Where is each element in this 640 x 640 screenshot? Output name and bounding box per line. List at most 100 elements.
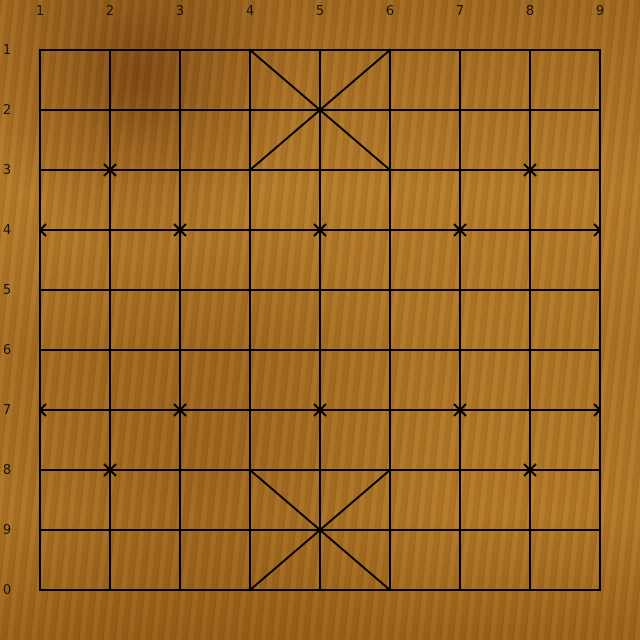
board-intersection[interactable]: [168, 158, 192, 182]
board-intersection[interactable]: [378, 278, 402, 302]
board-intersection[interactable]: [518, 518, 542, 542]
marker-stroke: [593, 223, 601, 231]
board-intersection[interactable]: [518, 98, 542, 122]
board-intersection[interactable]: [308, 518, 332, 542]
board-intersection[interactable]: [518, 218, 542, 242]
board-intersection[interactable]: [168, 218, 192, 242]
board-intersection[interactable]: [238, 398, 262, 422]
board-intersection[interactable]: [28, 38, 52, 62]
board-intersection[interactable]: [378, 578, 402, 602]
board-intersection[interactable]: [28, 458, 52, 482]
board-intersection[interactable]: [378, 458, 402, 482]
board-intersection[interactable]: [518, 338, 542, 362]
board-intersection[interactable]: [308, 278, 332, 302]
board-intersection[interactable]: [168, 458, 192, 482]
board-intersection[interactable]: [378, 398, 402, 422]
marker-stroke: [319, 409, 327, 417]
board-intersection[interactable]: [98, 278, 122, 302]
board-intersection[interactable]: [28, 578, 52, 602]
board-intersection[interactable]: [238, 518, 262, 542]
board-intersection[interactable]: [98, 38, 122, 62]
board-intersection[interactable]: [238, 38, 262, 62]
board-intersection[interactable]: [28, 218, 52, 242]
board-intersection[interactable]: [588, 98, 612, 122]
board-intersection[interactable]: [308, 458, 332, 482]
board-intersection[interactable]: [448, 578, 472, 602]
board-intersection[interactable]: [378, 98, 402, 122]
board-intersection[interactable]: [448, 278, 472, 302]
board-intersection[interactable]: [308, 218, 332, 242]
board-intersection[interactable]: [98, 158, 122, 182]
board-intersection[interactable]: [378, 218, 402, 242]
marker-stroke: [459, 223, 467, 231]
board-intersection[interactable]: [588, 338, 612, 362]
board-intersection[interactable]: [28, 338, 52, 362]
board-intersection[interactable]: [238, 98, 262, 122]
board-intersection[interactable]: [378, 158, 402, 182]
marker-stroke: [179, 403, 187, 411]
board-intersection[interactable]: [518, 398, 542, 422]
board-intersection[interactable]: [378, 338, 402, 362]
board-intersection[interactable]: [98, 518, 122, 542]
board-intersection[interactable]: [448, 98, 472, 122]
board-intersection[interactable]: [448, 458, 472, 482]
board-intersection[interactable]: [448, 38, 472, 62]
board-intersection[interactable]: [448, 338, 472, 362]
board-intersection[interactable]: [308, 38, 332, 62]
board-intersection[interactable]: [448, 398, 472, 422]
board-intersection[interactable]: [518, 278, 542, 302]
board-intersection[interactable]: [98, 458, 122, 482]
board-intersection[interactable]: [28, 278, 52, 302]
board-intersection[interactable]: [168, 398, 192, 422]
board-intersection[interactable]: [238, 278, 262, 302]
marker-stroke: [179, 409, 187, 417]
board-intersection[interactable]: [28, 158, 52, 182]
board-intersection[interactable]: [98, 218, 122, 242]
board-intersection[interactable]: [308, 98, 332, 122]
board-intersection[interactable]: [448, 158, 472, 182]
board-intersection[interactable]: [518, 578, 542, 602]
board-intersection[interactable]: [238, 218, 262, 242]
board-intersection[interactable]: [28, 98, 52, 122]
marker-stroke: [459, 403, 467, 411]
board-intersection[interactable]: [238, 458, 262, 482]
board-intersection[interactable]: [518, 458, 542, 482]
board-intersection[interactable]: [238, 338, 262, 362]
board-intersection[interactable]: [308, 338, 332, 362]
marker-stroke: [529, 469, 537, 477]
board-intersection[interactable]: [588, 278, 612, 302]
board-intersection[interactable]: [448, 218, 472, 242]
board-intersection[interactable]: [168, 578, 192, 602]
board-intersection[interactable]: [518, 158, 542, 182]
board-intersection[interactable]: [98, 98, 122, 122]
board-intersection[interactable]: [168, 38, 192, 62]
board-intersection[interactable]: [238, 158, 262, 182]
board-intersection[interactable]: [448, 518, 472, 542]
board-intersection[interactable]: [98, 398, 122, 422]
board-intersection[interactable]: [28, 398, 52, 422]
board-intersection[interactable]: [588, 458, 612, 482]
board-intersection[interactable]: [98, 578, 122, 602]
board-intersection[interactable]: [378, 518, 402, 542]
marker-stroke: [103, 169, 111, 177]
board-intersection[interactable]: [168, 338, 192, 362]
board-intersection[interactable]: [588, 218, 612, 242]
board-intersection[interactable]: [308, 578, 332, 602]
board-intersection[interactable]: [98, 338, 122, 362]
board-intersection[interactable]: [168, 98, 192, 122]
board-intersection[interactable]: [168, 518, 192, 542]
board-intersection[interactable]: [588, 518, 612, 542]
board-intersection[interactable]: [308, 158, 332, 182]
board-intersection[interactable]: [588, 578, 612, 602]
board-intersection[interactable]: [588, 38, 612, 62]
board-intersection[interactable]: [308, 398, 332, 422]
board-intersection[interactable]: [518, 38, 542, 62]
board-intersection[interactable]: [588, 398, 612, 422]
board-intersection[interactable]: [588, 158, 612, 182]
board-intersection[interactable]: [378, 38, 402, 62]
board-intersection[interactable]: [28, 518, 52, 542]
board-intersection[interactable]: [168, 278, 192, 302]
board-intersection[interactable]: [238, 578, 262, 602]
